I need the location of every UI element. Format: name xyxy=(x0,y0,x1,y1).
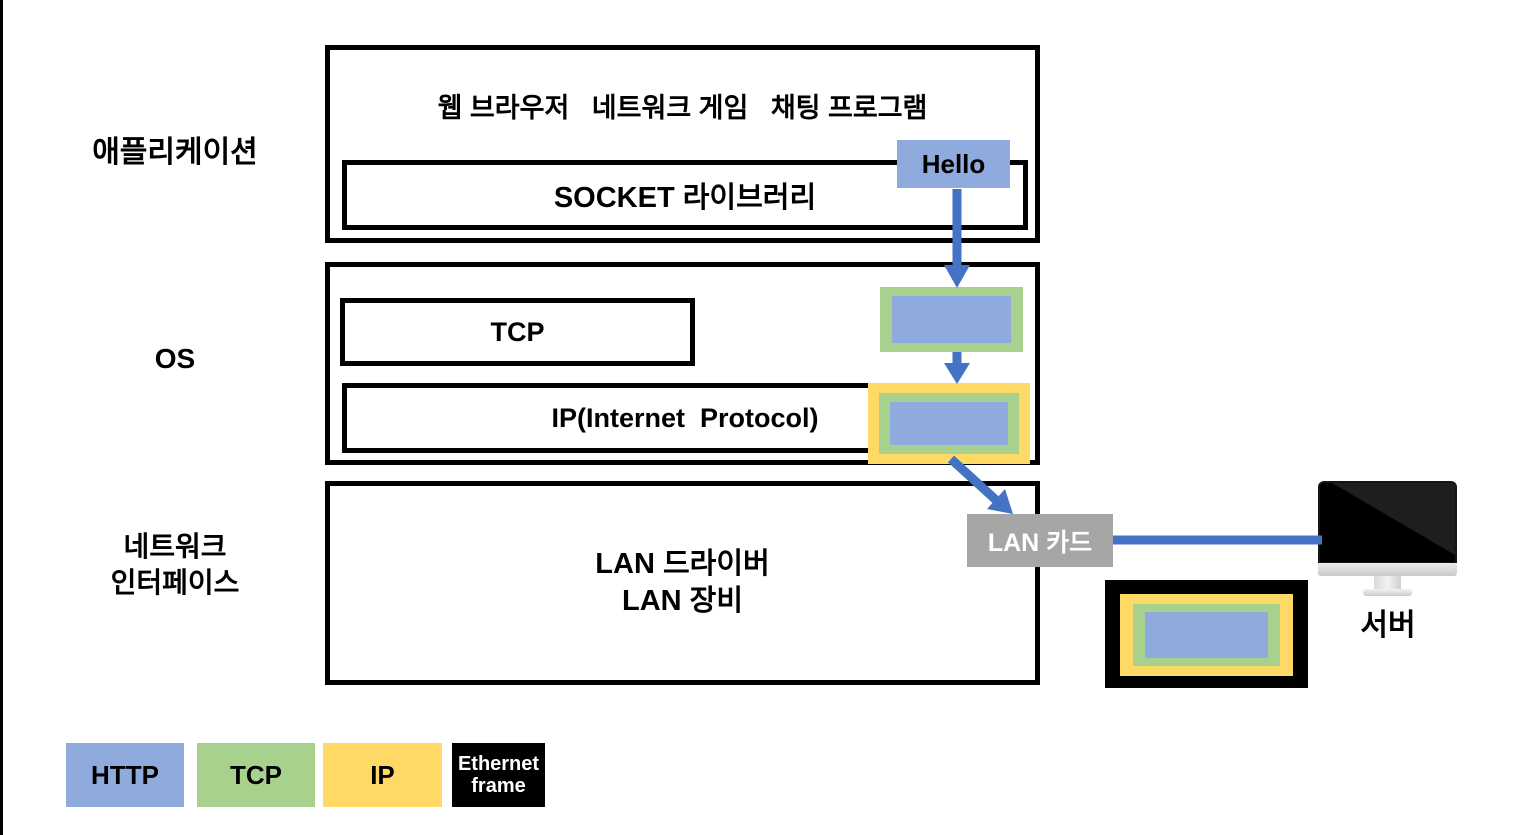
layer-label-network-interface: 네트워크 인터페이스 xyxy=(40,529,310,601)
legend-ip-label: IP xyxy=(370,759,395,790)
ethernet-frame-ip-layer xyxy=(1120,594,1293,676)
server-monitor-icon xyxy=(1318,481,1457,564)
layer-label-os: OS xyxy=(154,343,196,374)
layer-label-network-interface-line2: 인터페이스 xyxy=(110,567,240,598)
lan-driver-line2: LAN 장비 xyxy=(621,585,744,617)
server-monitor-chin xyxy=(1318,563,1457,576)
legend-tcp-label: TCP xyxy=(230,759,282,790)
lan-driver-line1: LAN 드라이버 xyxy=(595,548,770,580)
legend-ip: IP xyxy=(323,743,442,807)
tcp-box: TCP xyxy=(340,298,695,366)
server-label: 서버 xyxy=(1360,609,1416,642)
layer-label-network-interface-line1: 네트워크 xyxy=(123,531,227,562)
application-programs-text: 웹 브라우저 네트워크 게임 채팅 프로그램 xyxy=(437,93,928,123)
hello-packet-label: Hello xyxy=(921,148,986,179)
ethernet-frame-packet xyxy=(1105,580,1308,688)
tcp-segment-http-payload xyxy=(892,296,1011,343)
ip-datagram-packet xyxy=(868,383,1030,464)
socket-library-label: SOCKET 라이브러리 xyxy=(553,182,817,214)
ethernet-frame-tcp-layer xyxy=(1133,604,1280,666)
legend-http-label: HTTP xyxy=(91,759,159,790)
legend-tcp: TCP xyxy=(197,743,315,807)
legend-ethernet-frame: Ethernet frame xyxy=(452,743,545,807)
legend-http: HTTP xyxy=(66,743,184,807)
legend-ethernet-frame-line2: frame xyxy=(471,775,526,797)
ip-label: IP(Internet Protocol) xyxy=(551,402,819,433)
server-monitor-stand xyxy=(1374,576,1401,589)
ip-datagram-tcp-layer xyxy=(879,393,1019,454)
lan-driver-text: LAN 드라이버 LAN 장비 xyxy=(325,481,1040,685)
ip-datagram-http-payload xyxy=(890,402,1008,445)
layer-label-application: 애플리케이션 xyxy=(92,136,258,169)
server-monitor-base xyxy=(1363,589,1412,596)
tcp-segment-packet xyxy=(880,287,1023,352)
legend-ethernet-frame-line1: Ethernet xyxy=(457,753,540,775)
lan-card-box: LAN 카드 xyxy=(967,514,1113,567)
ethernet-frame-http-payload xyxy=(1145,612,1268,658)
hello-packet: Hello xyxy=(897,140,1010,188)
network-interface-layer-box xyxy=(325,481,1040,685)
lan-card-label: LAN 카드 xyxy=(987,528,1093,557)
tcp-label: TCP xyxy=(490,316,545,347)
slide-left-border xyxy=(0,0,3,835)
